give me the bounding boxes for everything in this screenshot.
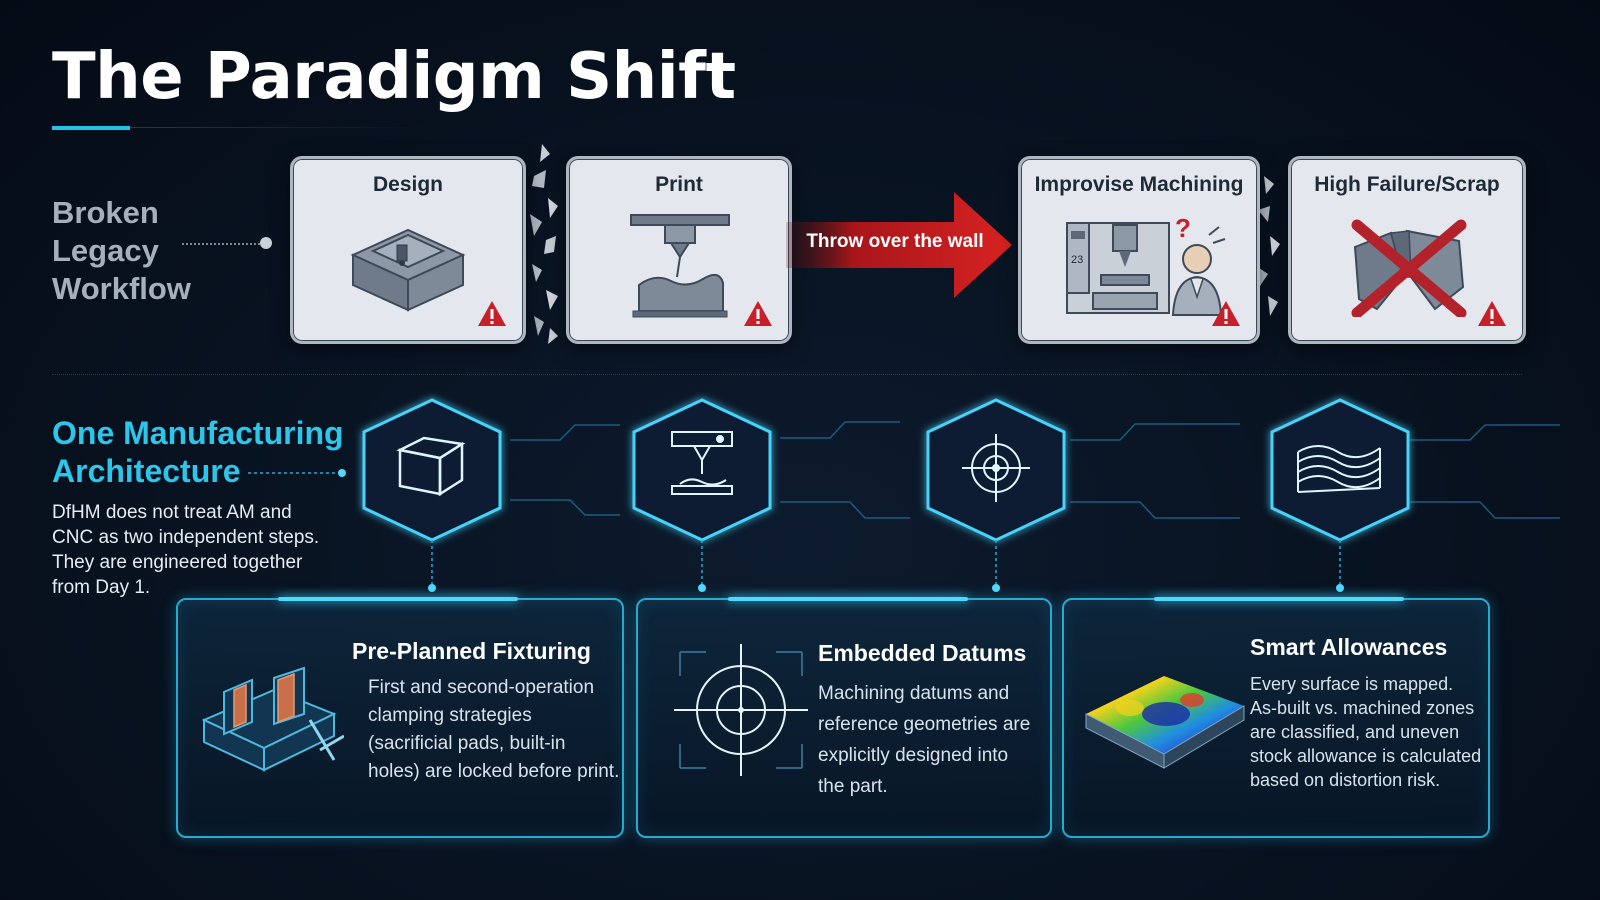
legacy-leader-dot: [260, 237, 272, 249]
panel-embedded-datums: Embedded Datums Machining datums and ref…: [636, 597, 1052, 838]
step-title-design: Design: [372, 173, 443, 196]
legacy-label-line-2: Legacy: [52, 233, 159, 268]
hex-node-surface: [1270, 398, 1410, 542]
architecture-title-line-2: Architecture: [52, 453, 241, 489]
shatter-fragments-1: [530, 144, 558, 344]
warning-icon: [478, 301, 506, 326]
panel-line: the part.: [818, 776, 888, 797]
throw-over-wall-label: Throw over the wall: [806, 231, 984, 252]
panel-line: Machining datums and: [818, 683, 1010, 704]
legacy-label-line-3: Workflow: [52, 271, 191, 306]
printer-icon: [671, 431, 733, 495]
legacy-step-print: Print: [566, 156, 792, 344]
legacy-leader-line: [182, 243, 264, 245]
architecture-description: DfHM does not treat AM and CNC as two in…: [52, 502, 320, 598]
panel-line: Every surface is mapped.: [1250, 674, 1454, 694]
panel-line: holes) are locked before print.: [368, 761, 620, 782]
step-title-print: Print: [655, 173, 703, 196]
panel-title-datums: Embedded Datums: [818, 640, 1027, 666]
cnc-machine-icon: 23: [1066, 222, 1170, 314]
title-underline: [52, 126, 130, 130]
title-underline-faint: [130, 127, 430, 128]
architecture-title-line-1: One Manufacturing: [52, 415, 344, 451]
step-title-improvise-machining: Improvise Machining: [1034, 173, 1244, 196]
legacy-step-design: Design: [290, 156, 526, 344]
legacy-label-line-1: Broken: [52, 195, 159, 230]
scrap-x-icon: [1351, 219, 1467, 317]
panel-line: As-built vs. machined zones: [1250, 698, 1475, 718]
legacy-step-high-failure: High Failure/Scrap: [1288, 156, 1526, 344]
panel-line: (sacrificial pads, built-in: [368, 733, 566, 754]
architecture-title: One Manufacturing Architecture: [52, 414, 344, 490]
panel-title-allowances: Smart Allowances: [1250, 634, 1448, 660]
hex-node-cube: [362, 398, 502, 542]
panel-top-glow: [1154, 597, 1404, 601]
architecture-circuit: [248, 398, 1560, 592]
panel-pre-planned-fixturing: Pre-Planned Fixturing First and second-o…: [176, 597, 624, 838]
confused-operator-icon: ?: [1171, 215, 1226, 316]
warning-icon: [1478, 301, 1506, 326]
panel-text-datums: Machining datums and reference geometrie…: [818, 678, 1030, 802]
crosshair-icon: [962, 434, 1030, 502]
panel-smart-allowances: Smart Allowances Every surface is mapped…: [1062, 597, 1490, 838]
section-divider: [52, 374, 1522, 375]
panel-line: based on distortion risk.: [1250, 770, 1441, 790]
datum-target-icon: [674, 644, 808, 776]
machine-display-text: 23: [1071, 254, 1083, 266]
warning-icon: [1212, 301, 1240, 326]
step-title-high-failure: High Failure/Scrap: [1314, 173, 1500, 196]
panel-line: are classified, and uneven: [1250, 722, 1460, 742]
panel-line: explicitly designed into: [818, 745, 1009, 766]
panel-top-glow: [728, 597, 968, 601]
throw-over-wall-arrow: [786, 192, 1012, 298]
panel-top-glow: [278, 597, 518, 601]
page-title: The Paradigm Shift: [52, 40, 736, 114]
cad-part-icon: [350, 228, 466, 312]
cube-icon: [396, 436, 466, 497]
heatmap-surface-icon: [1085, 676, 1245, 769]
surface-wave-icon: [1297, 445, 1381, 493]
panel-text-fixturing: First and second-operation clamping stra…: [368, 674, 619, 786]
panel-line: clamping strategies: [368, 705, 532, 726]
svg-text:?: ?: [1175, 215, 1191, 243]
vise-fixture-icon: [201, 666, 344, 772]
3d-printer-icon: [630, 214, 730, 318]
panel-title-fixturing: Pre-Planned Fixturing: [352, 638, 591, 664]
panel-line: reference geometries are: [818, 714, 1031, 735]
panel-line: stock allowance is calculated: [1250, 746, 1482, 766]
warning-icon: [744, 301, 772, 326]
legacy-step-improvise-machining: Improvise Machining 23 ?: [1018, 156, 1260, 344]
panel-line: First and second-operation: [368, 677, 595, 698]
legacy-workflow-label: Broken Legacy Workflow: [52, 194, 191, 308]
panel-text-allowances: Every surface is mapped. As-built vs. ma…: [1250, 672, 1481, 792]
